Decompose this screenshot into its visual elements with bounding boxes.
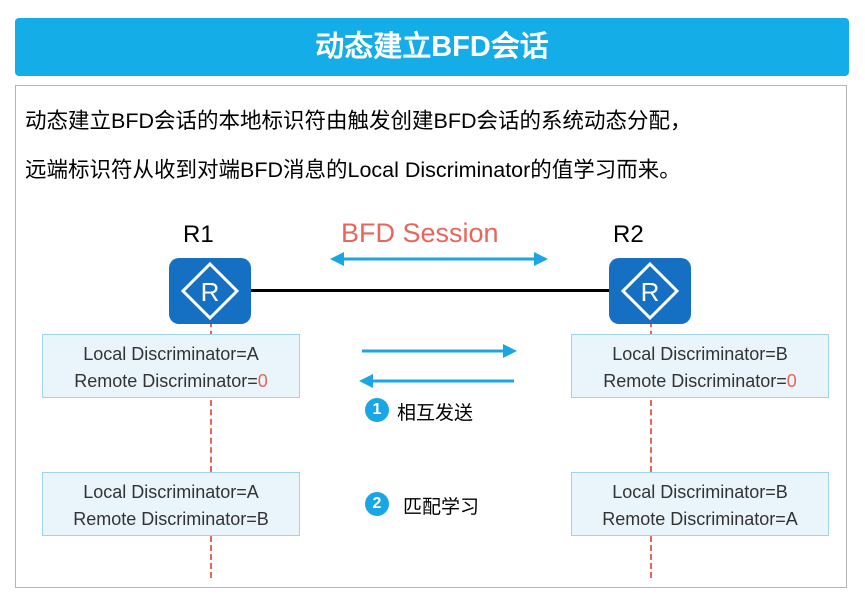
- r2-discriminator-box-initial: Local Discriminator=B Remote Discriminat…: [571, 334, 829, 398]
- r1-router: R: [169, 258, 251, 324]
- r2-remote-discriminator: Remote Discriminator=0: [572, 368, 828, 395]
- description-line-1: 动态建立BFD会话的本地标识符由触发创建BFD会话的系统动态分配，: [25, 109, 692, 133]
- step-2-badge: 2: [365, 492, 389, 516]
- step-1-label: 相互发送: [397, 403, 474, 424]
- router-icon: R: [620, 261, 680, 321]
- page-title: 动态建立BFD会话: [315, 31, 549, 63]
- arrow-r1-to-r2-head: [503, 344, 517, 358]
- r1-lifeline-top: [210, 322, 212, 336]
- r2-remote-label: Remote Discriminator=: [603, 371, 787, 391]
- r1-remote-discriminator-learned: Remote Discriminator=B: [73, 509, 269, 529]
- r2-remote-value: 0: [786, 371, 797, 391]
- arrow-r2-to-r1-head: [359, 374, 373, 388]
- r1-remote-discriminator: Remote Discriminator=0: [43, 368, 299, 395]
- r1-lifeline-bottom: [210, 536, 212, 578]
- r2-name: R2: [613, 221, 644, 248]
- r2-lifeline-top: [650, 322, 652, 336]
- r2-router: R: [609, 258, 691, 324]
- r1-remote-value: 0: [257, 371, 268, 391]
- step-1-badge: 1: [365, 398, 389, 422]
- r2-lifeline-middle: [650, 400, 652, 472]
- r2-local-discriminator-learned: Local Discriminator=B: [612, 482, 788, 502]
- r1-local-discriminator-learned: Local Discriminator=A: [83, 482, 259, 502]
- r1-remote-label: Remote Discriminator=: [74, 371, 258, 391]
- session-arrow-left-head: [330, 252, 344, 266]
- svg-text:R: R: [641, 277, 660, 307]
- router-icon: R: [180, 261, 240, 321]
- title-bar: 动态建立BFD会话: [15, 18, 849, 76]
- r2-remote-discriminator-learned: Remote Discriminator=A: [602, 509, 798, 529]
- session-arrow-right-head: [534, 252, 548, 266]
- r1-discriminator-box-learned: Local Discriminator=A Remote Discriminat…: [42, 472, 300, 536]
- r2-discriminator-box-learned: Local Discriminator=B Remote Discriminat…: [571, 472, 829, 536]
- r2-local-discriminator: Local Discriminator=B: [612, 344, 788, 364]
- r1-lifeline-middle: [210, 400, 212, 472]
- r1-name: R1: [183, 221, 214, 248]
- r1-local-discriminator: Local Discriminator=A: [83, 344, 259, 364]
- r1-discriminator-box-initial: Local Discriminator=A Remote Discriminat…: [42, 334, 300, 398]
- r1-r2-link: [251, 289, 609, 292]
- bfd-session-label: BFD Session: [341, 218, 499, 248]
- svg-text:R: R: [201, 277, 220, 307]
- description-line-2: 远端标识符从收到对端BFD消息的Local Discriminator的值学习而…: [25, 158, 681, 182]
- step-2-label: 匹配学习: [403, 497, 480, 518]
- r2-lifeline-bottom: [650, 536, 652, 578]
